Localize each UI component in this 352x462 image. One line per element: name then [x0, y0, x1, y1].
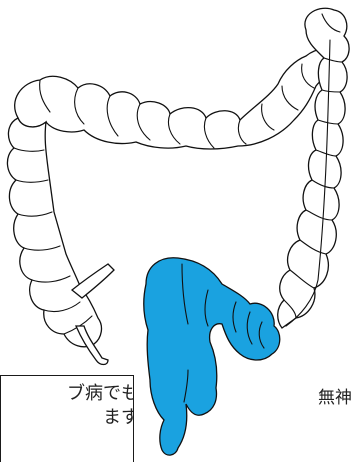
- caption-box: ブ病でも ます: [0, 375, 134, 462]
- ascending-colon: [7, 118, 114, 365]
- caption-line-2: ます: [1, 406, 134, 430]
- transverse-colon: [15, 49, 336, 149]
- sigmoid-rectum-highlight: [144, 258, 280, 455]
- caption-line-1: ブ病でも: [1, 382, 134, 406]
- side-caption: 無神: [318, 387, 352, 409]
